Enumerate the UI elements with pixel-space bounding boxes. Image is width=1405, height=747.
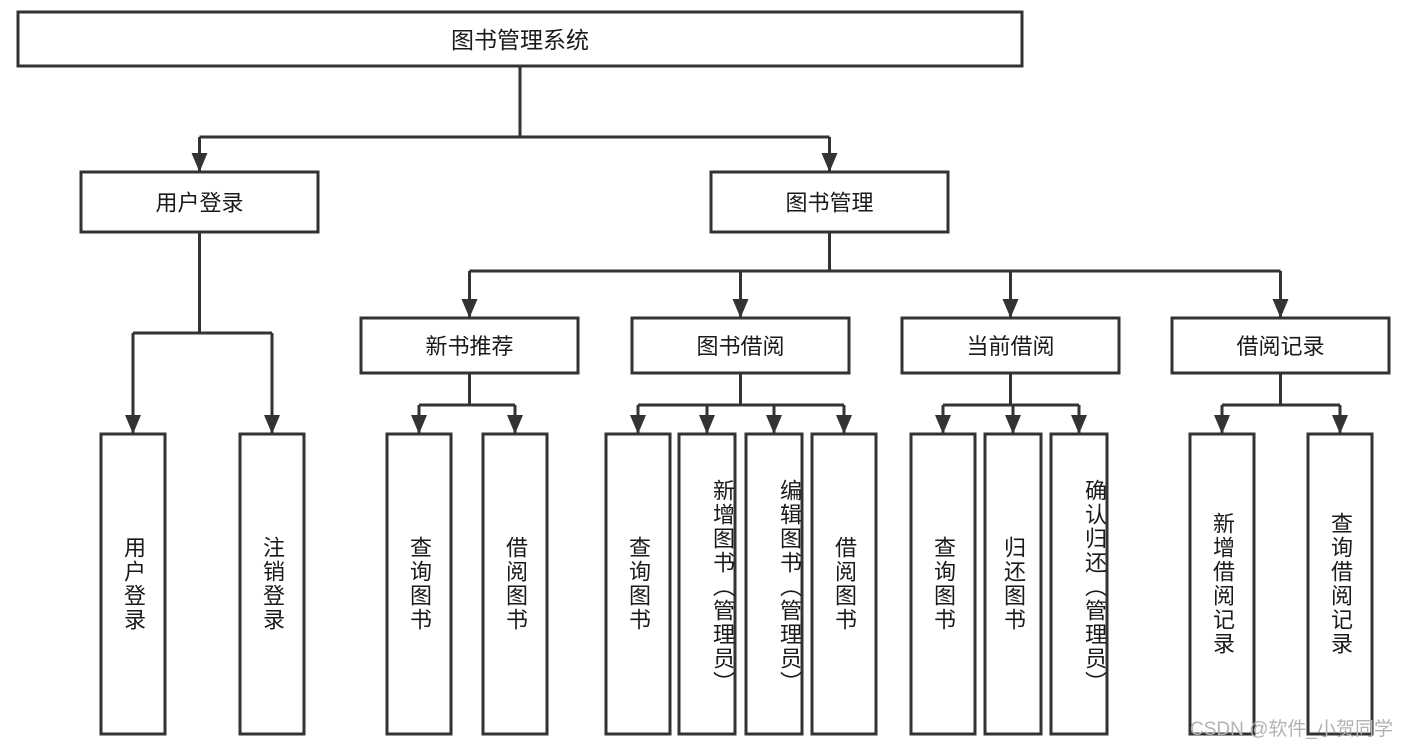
- arrow-head-icon-leaf-logout: [264, 415, 280, 434]
- node-box-leaf-borrow-book-2[interactable]: [810, 432, 878, 736]
- arrow-head-icon-book-management: [821, 153, 838, 172]
- node-box-leaf-logout[interactable]: [238, 432, 306, 736]
- arrow-head-icon-leaf-query-book-3: [935, 415, 951, 434]
- node-boxes: [16, 10, 1391, 736]
- arrow-head-icon-leaf-query-book-2: [630, 415, 646, 434]
- node-box-leaf-add-book[interactable]: [677, 432, 737, 736]
- node-box-leaf-query-book-3[interactable]: [909, 432, 977, 736]
- arrow-head-icon-leaf-user-login: [125, 415, 141, 434]
- node-box-user-login[interactable]: [79, 170, 320, 234]
- node-label-book-borrow: 图书借阅: [696, 334, 784, 359]
- node-box-leaf-query-book-1[interactable]: [385, 432, 453, 736]
- node-box-root[interactable]: [16, 10, 1024, 68]
- arrow-head-icon-leaf-confirm-return: [1071, 415, 1087, 434]
- node-box-book-management[interactable]: [709, 170, 950, 234]
- node-label-book-management: 图书管理: [785, 191, 873, 216]
- arrow-head-icon-leaf-return-book: [1005, 415, 1021, 434]
- arrow-head-icon-leaf-add-book: [699, 415, 715, 434]
- arrow-head-icon-leaf-query-borrow-record: [1332, 415, 1348, 434]
- arrow-head-icon-borrow-record: [1272, 299, 1289, 318]
- node-box-leaf-add-borrow-record[interactable]: [1188, 432, 1256, 736]
- arrow-head-icon-leaf-edit-book: [766, 415, 782, 434]
- node-label-new-book-recommend: 新书推荐: [425, 334, 513, 359]
- arrow-head-icon-leaf-query-book-1: [411, 415, 427, 434]
- node-label-current-borrow: 当前借阅: [966, 334, 1054, 359]
- arrow-head-icon-book-borrow: [732, 299, 749, 318]
- node-box-leaf-return-book[interactable]: [983, 432, 1043, 736]
- arrow-head-icon-leaf-add-borrow-record: [1214, 415, 1230, 434]
- arrow-head-icon-new-book-recommend: [461, 299, 478, 318]
- node-box-book-borrow[interactable]: [630, 316, 851, 375]
- node-box-leaf-confirm-return[interactable]: [1049, 432, 1109, 736]
- arrow-head-icon-current-borrow: [1002, 299, 1019, 318]
- node-box-leaf-query-borrow-record[interactable]: [1306, 432, 1374, 736]
- connector-lines: [125, 66, 1348, 434]
- node-label-user-login: 用户登录: [155, 191, 243, 216]
- node-box-borrow-record[interactable]: [1170, 316, 1391, 375]
- node-box-current-borrow[interactable]: [900, 316, 1121, 375]
- node-box-leaf-borrow-book-1[interactable]: [481, 432, 549, 736]
- arrow-head-icon-leaf-borrow-book-1: [507, 415, 523, 434]
- node-box-leaf-user-login[interactable]: [99, 432, 167, 736]
- node-label-borrow-record: 借阅记录: [1236, 334, 1324, 359]
- node-box-new-book-recommend[interactable]: [359, 316, 580, 375]
- node-box-leaf-edit-book[interactable]: [744, 432, 804, 736]
- node-box-leaf-query-book-2[interactable]: [604, 432, 672, 736]
- node-label-root: 图书管理系统: [451, 27, 589, 53]
- arrow-head-icon-user-login: [191, 153, 208, 172]
- arrow-head-icon-leaf-borrow-book-2: [836, 415, 852, 434]
- csdn-watermark: CSDN @软件_小贺同学: [1190, 719, 1393, 740]
